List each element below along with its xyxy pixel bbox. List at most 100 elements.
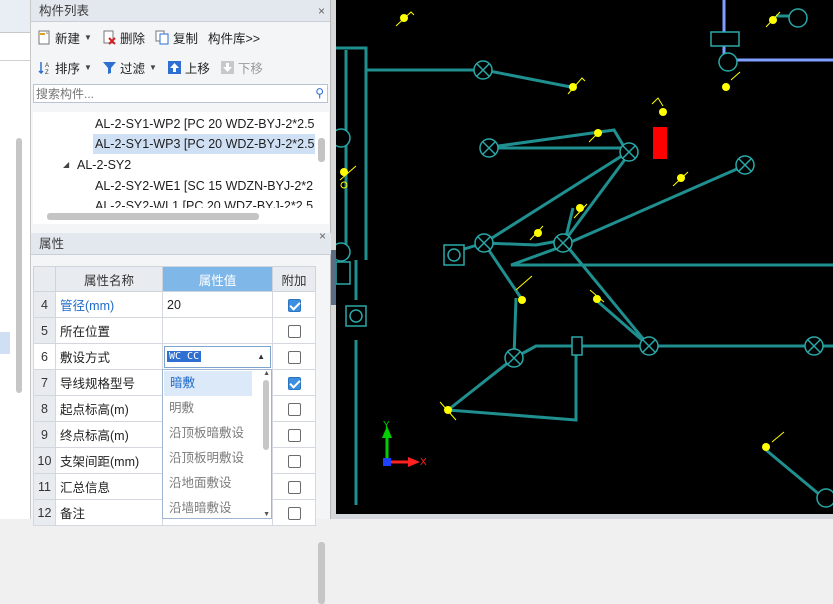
arrow-down-icon — [220, 60, 235, 75]
component-toolbar-row1: 新建 ▼ 删除 复制 构件库>> — [31, 22, 330, 52]
selected-pipe[interactable] — [722, 0, 833, 62]
dropdown-scrollbar[interactable] — [263, 380, 269, 450]
laying-method-value: WC CC — [167, 350, 202, 362]
table-row[interactable]: 5 所在位置 — [33, 317, 316, 344]
property-name: 终点标高(m) — [55, 421, 163, 448]
property-name: 支架间距(mm) — [55, 447, 163, 474]
row-number: 10 — [33, 447, 56, 474]
tree-vertical-scrollbar[interactable] — [318, 138, 325, 162]
laying-method-select[interactable]: WC CC ▲ — [164, 345, 271, 368]
y-axis-label: Y — [383, 420, 390, 431]
chevron-down-icon: ▼ — [84, 62, 92, 72]
row-number: 7 — [33, 369, 56, 396]
properties-title: 属性 — [39, 237, 65, 251]
property-name: 管径(mm) — [55, 291, 163, 318]
filter-icon — [102, 60, 117, 75]
delete-label: 删除 — [119, 31, 145, 46]
fixture-symbols — [331, 8, 833, 508]
filter-button[interactable]: 过滤 ▼ — [102, 58, 157, 77]
delete-button[interactable]: 删除 — [102, 28, 145, 47]
new-doc-icon — [37, 30, 52, 45]
left-panel-scrollbar[interactable] — [16, 138, 22, 393]
row-number: 8 — [33, 395, 56, 422]
drawing-canvas[interactable]: Y X — [331, 0, 833, 514]
scroll-down-icon[interactable]: ▼ — [263, 511, 270, 518]
tree-group-item[interactable]: AL-2-SY2 — [77, 158, 132, 172]
move-down-button[interactable]: 下移 — [220, 58, 263, 77]
dropdown-option[interactable]: 暗敷 — [164, 371, 252, 396]
row-number: 9 — [33, 421, 56, 448]
extra-checkbox[interactable] — [287, 324, 301, 338]
component-search-input[interactable] — [34, 85, 304, 102]
dropdown-arrow-icon[interactable]: ▲ — [257, 351, 265, 361]
move-down-label: 下移 — [237, 61, 263, 76]
row-number: 11 — [33, 473, 56, 500]
device-tags — [339, 11, 785, 443]
filter-label: 过滤 — [119, 61, 145, 76]
svg-text:A: A — [45, 63, 49, 69]
extra-checkbox[interactable] — [287, 298, 301, 312]
left-panel-header — [0, 0, 30, 33]
status-bar — [336, 514, 833, 519]
move-up-label: 上移 — [184, 61, 210, 76]
extra-checkbox[interactable] — [287, 402, 301, 416]
scroll-up-icon[interactable]: ▲ — [263, 370, 270, 377]
arrow-up-icon — [167, 60, 182, 75]
component-library-button[interactable]: 构件库>> — [208, 28, 260, 47]
property-name: 敷设方式 — [55, 343, 163, 370]
chevron-down-icon: ▼ — [148, 62, 157, 72]
chevron-down-icon: ▼ — [84, 32, 92, 42]
laying-method-dropdown: 暗敷 明敷 沿顶板暗敷设 沿顶板明敷设 沿地面敷设 沿墙暗敷设 ▲ ▼ — [162, 369, 272, 519]
tree-expander-icon[interactable]: ◢ — [63, 160, 70, 169]
extra-checkbox[interactable] — [287, 506, 301, 520]
property-name: 汇总信息 — [55, 473, 163, 500]
splitter-grip[interactable] — [331, 250, 336, 305]
extra-checkbox[interactable] — [287, 350, 301, 364]
extra-header: 附加 — [272, 266, 316, 292]
dropdown-option[interactable]: 沿顶板明敷设 — [169, 451, 245, 465]
extra-checkbox[interactable] — [287, 376, 301, 390]
new-button[interactable]: 新建 ▼ — [37, 28, 92, 47]
property-name: 所在位置 — [55, 317, 163, 344]
cad-drawing[interactable]: Y X — [331, 0, 833, 514]
tree-item[interactable]: AL-2-SY1-WP2 [PC 20 WDZ-BYJ-2*2.5 — [95, 117, 315, 131]
tree-item[interactable]: AL-2-SY2-WE1 [SC 15 WDZN-BYJ-2*2 — [95, 179, 314, 193]
property-value-header[interactable]: 属性值 — [162, 266, 273, 292]
move-up-button[interactable]: 上移 — [167, 58, 210, 77]
properties-scrollbar[interactable] — [318, 542, 325, 604]
row-number: 6 — [33, 343, 56, 370]
left-panel-selected-item[interactable] — [0, 332, 10, 354]
component-library-label: 构件库>> — [207, 31, 261, 46]
new-label: 新建 — [55, 31, 81, 46]
property-value[interactable]: 20 — [162, 291, 273, 318]
tree-item[interactable]: AL-2-SY2-WL1 [PC 20 WDZ-BYJ-2*2.5 — [95, 199, 314, 208]
table-row-active[interactable]: 6 敷设方式 WC CC ▲ — [33, 343, 316, 370]
copy-icon — [155, 30, 170, 45]
extra-checkbox[interactable] — [287, 428, 301, 442]
close-icon[interactable]: × — [317, 4, 325, 18]
close-icon[interactable]: × — [318, 229, 326, 243]
search-icon[interactable]: ⚲ — [315, 86, 324, 100]
extra-checkbox[interactable] — [287, 454, 301, 468]
dropdown-option[interactable]: 沿顶板暗敷设 — [169, 426, 245, 440]
panel-splitter[interactable] — [331, 0, 336, 519]
dropdown-option[interactable]: 明敷 — [169, 401, 195, 415]
property-value[interactable] — [162, 317, 273, 344]
highlighted-element[interactable] — [653, 127, 667, 159]
dropdown-option[interactable]: 沿墙暗敷设 — [169, 501, 232, 515]
left-side-panel — [0, 0, 31, 519]
dropdown-option[interactable]: 沿地面敷设 — [169, 476, 232, 490]
table-row[interactable]: 4 管径(mm) 20 — [33, 291, 316, 318]
component-list-title: 构件列表 — [39, 4, 90, 18]
tree-horizontal-scrollbar[interactable] — [47, 213, 259, 220]
copy-button[interactable]: 复制 — [155, 28, 198, 47]
delete-icon — [102, 30, 117, 45]
row-number: 5 — [33, 317, 56, 344]
x-axis-label: X — [420, 457, 427, 468]
extra-checkbox[interactable] — [287, 480, 301, 494]
property-name: 导线规格型号 — [55, 369, 163, 396]
properties-header: 属性 × — [31, 229, 331, 255]
tree-item-selected[interactable]: AL-2-SY1-WP3 [PC 20 WDZ-BYJ-2*2.5 — [93, 134, 315, 154]
